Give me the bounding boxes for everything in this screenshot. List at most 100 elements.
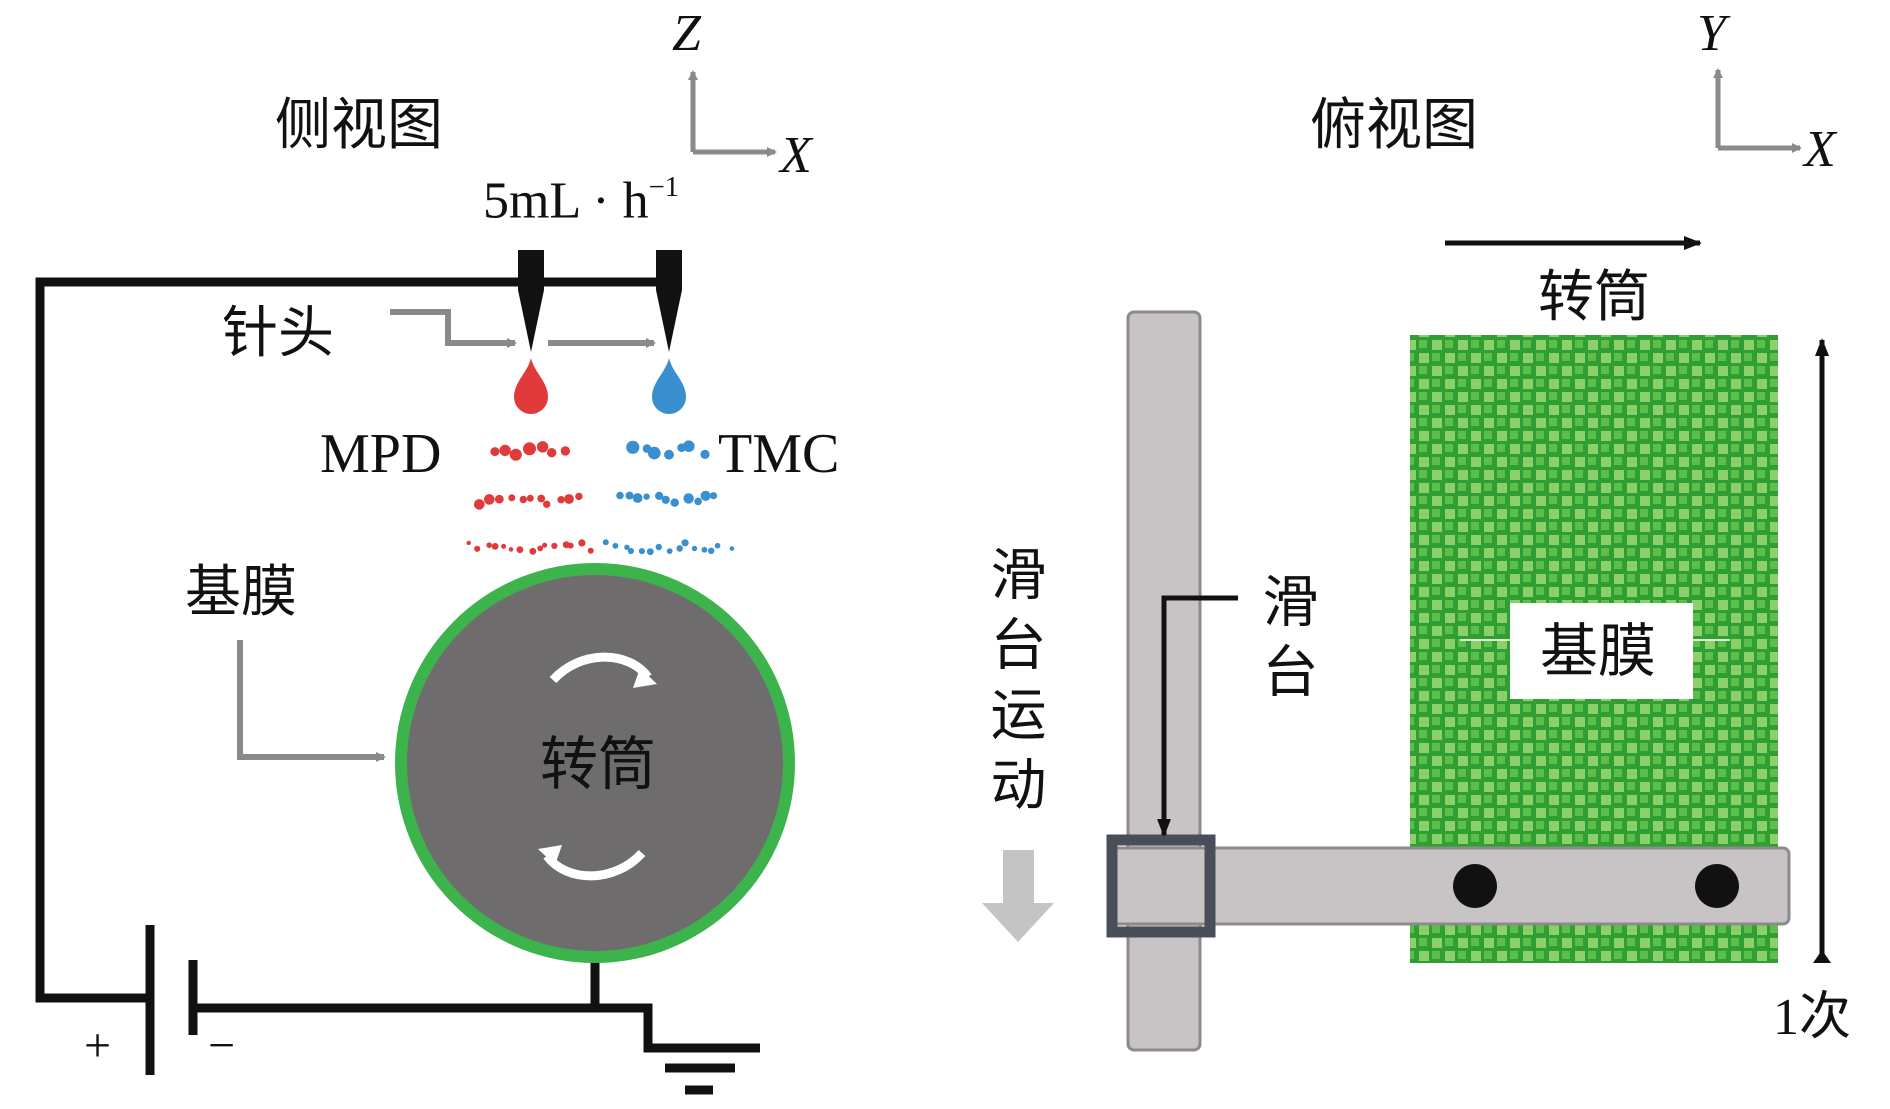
spray-droplet: [567, 542, 574, 549]
slide-label: 滑台: [1253, 572, 1318, 712]
y-travel-start-mark: [1813, 950, 1831, 963]
spray-droplet: [537, 545, 544, 552]
spray-droplet: [491, 543, 499, 550]
needle-right: [656, 250, 682, 352]
spray-droplet: [474, 545, 481, 552]
spray-droplet: [484, 494, 495, 505]
flow-rate-label: 5mL · h−1: [483, 172, 680, 230]
spray-droplet: [670, 498, 679, 507]
spray-droplet: [714, 542, 721, 549]
spray-droplet: [529, 547, 537, 555]
spray-droplet: [708, 547, 715, 554]
spray-droplet: [676, 545, 683, 552]
spray-droplet: [560, 446, 571, 456]
spray-droplet: [655, 491, 664, 500]
top-axis-x-label: X: [1804, 121, 1836, 178]
spray-droplet: [542, 542, 548, 548]
slide-pointer-arrow: [1157, 595, 1238, 837]
arm-bolt-right: [1695, 864, 1739, 908]
spray-droplet: [638, 548, 646, 555]
tmc-spray: [602, 440, 735, 556]
substrate-label-top: 基膜: [1540, 617, 1657, 685]
drum-side: [395, 563, 795, 963]
spray-droplet: [490, 447, 500, 457]
spray-droplet: [646, 548, 654, 556]
mpd-label: MPD: [320, 423, 442, 485]
substrate-label-side: 基膜: [185, 560, 297, 625]
mpd-droplet: [514, 358, 548, 414]
spray-droplet: [700, 490, 711, 501]
mpd-spray: [466, 441, 594, 555]
spray-droplet: [537, 494, 546, 503]
spray-droplet: [474, 499, 485, 510]
substrate-pointer-arrow: [237, 640, 386, 762]
spray-droplet: [519, 495, 527, 504]
spray-droplet: [557, 496, 565, 504]
circuit-wire: [35, 277, 760, 1095]
spray-droplet: [709, 492, 718, 500]
side-view-title: 侧视图: [275, 93, 443, 158]
spray-droplet: [626, 440, 640, 454]
spray-droplet: [683, 493, 694, 504]
spray-droplet: [664, 449, 674, 460]
spray-droplet: [661, 495, 670, 504]
slide-motion-label: 滑台运动: [981, 545, 1046, 825]
spray-droplet: [547, 448, 557, 458]
tmc-label: TMC: [718, 423, 840, 485]
spray-droplet: [543, 500, 551, 508]
spray-droplet: [494, 494, 504, 504]
top-view-title: 俯视图: [1310, 93, 1478, 158]
spray-droplet: [701, 546, 708, 553]
tmc-droplet: [652, 358, 686, 414]
top-axis-arrows: [1713, 68, 1802, 153]
needle-left: [518, 250, 544, 352]
spray-droplet: [616, 491, 624, 500]
spray-droplet: [683, 440, 695, 453]
spray-droplet: [508, 494, 516, 502]
side-axis-x-label: X: [780, 127, 812, 184]
spray-droplet: [602, 539, 609, 546]
side-axis-z-label: Z: [672, 5, 701, 62]
spray-droplet: [564, 494, 574, 504]
needle-label: 针头: [222, 301, 334, 366]
substrate-label-box: [1510, 603, 1693, 699]
spray-droplet: [632, 493, 643, 503]
spray-droplet: [691, 545, 698, 552]
spray-droplet: [509, 448, 522, 461]
slide-carriage: [1106, 834, 1216, 938]
spray-droplet: [551, 542, 558, 550]
spray-droplet: [655, 543, 662, 551]
spray-droplet: [627, 547, 635, 555]
drum-label-top: 转筒: [1538, 265, 1650, 330]
spray-droplet: [729, 546, 735, 551]
spray-droplet: [575, 492, 583, 501]
drum-label-side: 转筒: [540, 730, 657, 798]
spray-droplet: [666, 548, 673, 554]
battery-plus-sign: +: [84, 1019, 112, 1072]
spray-droplet: [643, 493, 650, 500]
needle-pointer-arrows: [390, 309, 656, 348]
spray-droplet: [587, 547, 594, 554]
spray-droplet: [526, 494, 534, 502]
spray-droplet: [516, 546, 524, 554]
battery-minus-sign: −: [208, 1019, 236, 1072]
spray-droplet: [694, 497, 702, 506]
spray-droplet: [501, 543, 507, 549]
spray-droplet: [648, 446, 661, 460]
spray-droplet: [466, 540, 471, 546]
spray-droplet: [536, 441, 549, 453]
spray-droplet: [625, 491, 634, 500]
spray-droplet: [624, 544, 630, 550]
count-label: 1次: [1773, 989, 1852, 1046]
arm-bolt-left: [1453, 864, 1497, 908]
slide-motion-arrow: [982, 850, 1054, 942]
spray-droplet: [523, 442, 536, 456]
side-axis-arrows: [688, 70, 777, 157]
spray-droplet: [612, 542, 619, 549]
spray-droplet: [700, 449, 710, 459]
spray-droplet: [499, 444, 511, 457]
spray-droplet: [578, 539, 586, 547]
spray-droplet: [508, 547, 514, 552]
